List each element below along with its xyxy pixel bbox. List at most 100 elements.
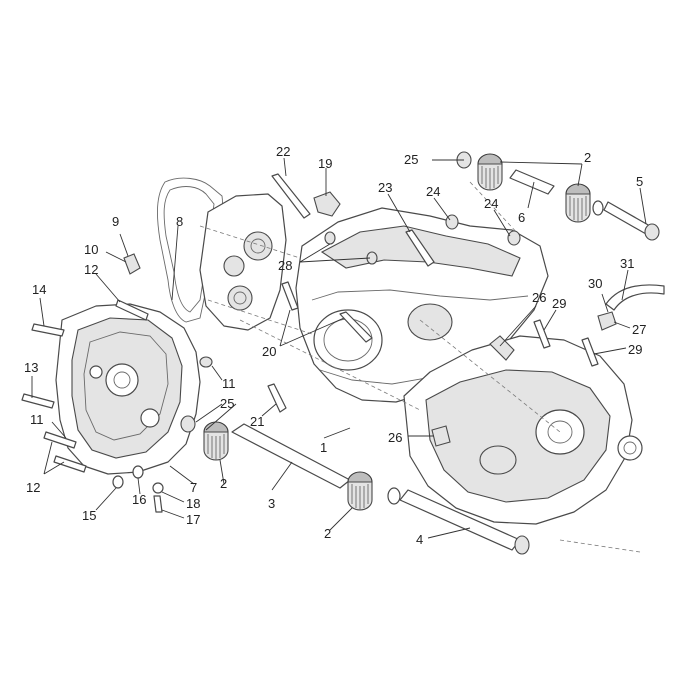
fitting [533, 319, 551, 349]
washer [112, 475, 124, 489]
leader-line [51, 421, 67, 439]
leader-line [161, 509, 185, 519]
dowel [199, 356, 213, 368]
stud-nut [514, 535, 530, 555]
stud [339, 311, 373, 343]
bolt [31, 323, 65, 337]
left-cover-port [140, 408, 160, 428]
leader-line [271, 461, 293, 491]
leader-line [211, 365, 223, 381]
fitting [489, 335, 515, 361]
left-cover-boss [105, 363, 139, 397]
callout-29: 29 [552, 296, 566, 311]
leader-line [205, 403, 237, 431]
dowel [324, 231, 336, 245]
filter-element [565, 183, 591, 223]
leader-line [433, 197, 451, 221]
leader-line [219, 459, 225, 485]
leader-line [161, 491, 185, 503]
fitting [597, 311, 617, 331]
callout-2: 2 [324, 526, 331, 541]
washer [592, 200, 604, 216]
alignment-line [469, 181, 521, 237]
left-case-bore-top-inner [250, 238, 266, 254]
callout-15: 15 [82, 508, 96, 523]
bracket [313, 191, 341, 217]
left-case-bore-low-inner [233, 291, 247, 305]
alignment-line [199, 225, 301, 259]
leader-line [527, 181, 535, 209]
fitting [581, 337, 599, 367]
callout-10: 10 [84, 242, 98, 257]
leader-line [119, 233, 129, 257]
leader-line [279, 309, 345, 347]
leader-line [195, 403, 223, 423]
sleeve [509, 169, 555, 195]
leader-line [387, 193, 411, 233]
callout-26: 26 [532, 290, 546, 305]
leader-line [283, 157, 287, 177]
bolt-head [644, 223, 660, 241]
leader-line [593, 347, 627, 355]
right-case-port-inner [623, 441, 637, 455]
callout-20: 20 [262, 344, 276, 359]
washer [387, 487, 401, 505]
callout-1: 1 [320, 440, 327, 455]
bolt [271, 173, 311, 219]
left-case-bore-mid [223, 255, 245, 277]
leader-line [137, 477, 141, 495]
leader-line [43, 441, 65, 475]
callout-12: 12 [84, 262, 98, 277]
right-case-bearing-inner [547, 420, 573, 444]
callout-11: 11 [30, 412, 44, 427]
leader-line [499, 305, 537, 347]
filter-element [347, 471, 373, 511]
leader-line [39, 297, 45, 327]
right-case-lower-bore [479, 445, 517, 475]
bolt [53, 455, 87, 473]
washer [152, 482, 164, 494]
bolt [115, 299, 149, 321]
callout-25: 25 [404, 152, 418, 167]
hose [605, 284, 665, 311]
right-case-port [617, 435, 643, 461]
filter-element [477, 153, 503, 191]
left-cover-port-small [89, 365, 103, 379]
callout-6: 6 [518, 210, 525, 225]
callout-31: 31 [620, 256, 634, 271]
callout-29: 29 [628, 342, 642, 357]
callout-8: 8 [176, 214, 183, 229]
alignment-line [207, 299, 313, 335]
bolt [267, 383, 287, 413]
callout-14: 14 [32, 282, 46, 297]
stud [281, 281, 299, 311]
callout-26: 26 [388, 430, 402, 445]
alignment-line [419, 319, 561, 433]
bolt [21, 393, 55, 409]
leader-line [427, 527, 471, 539]
callout-21: 21 [250, 414, 264, 429]
leader-line [543, 309, 557, 331]
left-cover-boss-inner [113, 371, 131, 389]
left-case-bore-low [227, 285, 253, 311]
callout-7: 7 [190, 480, 197, 495]
callout-12: 12 [26, 480, 40, 495]
callout-11: 11 [222, 376, 236, 391]
callout-30: 30 [588, 276, 602, 291]
left-case-bore-top [243, 231, 273, 261]
dowel [507, 230, 521, 246]
callout-23: 23 [378, 180, 392, 195]
callout-3: 3 [268, 496, 275, 511]
leader-line [613, 321, 631, 329]
leader-line [323, 427, 351, 439]
callout-19: 19 [318, 156, 332, 171]
leader-line [329, 507, 353, 531]
callout-24: 24 [484, 196, 498, 211]
plug [123, 253, 141, 275]
callout-2: 2 [220, 476, 227, 491]
callout-24: 24 [426, 184, 440, 199]
stud [405, 229, 435, 267]
callout-4: 4 [416, 532, 423, 547]
callout-22: 22 [276, 144, 290, 159]
